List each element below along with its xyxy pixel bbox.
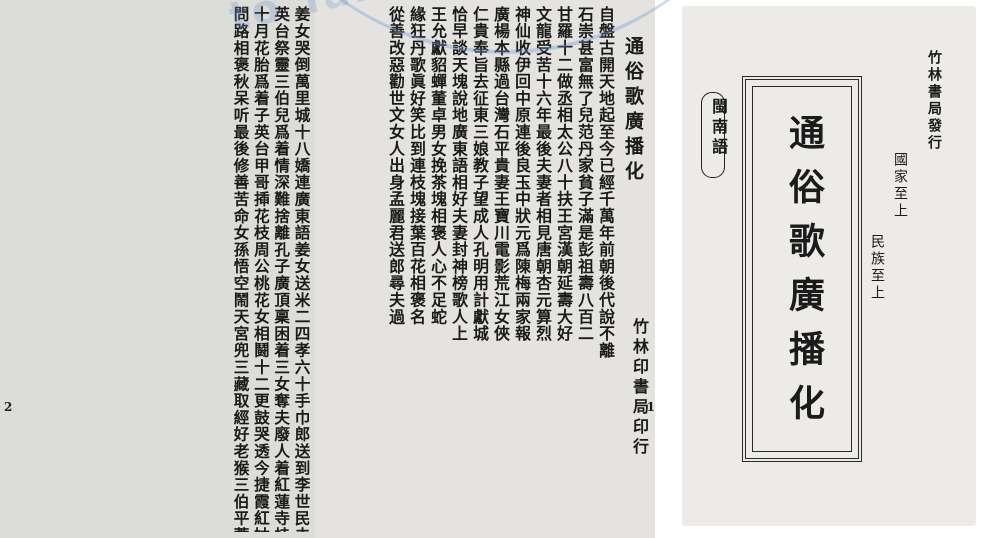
text-column: 恰早談天塊說地廣東語相好夫妻封神榜歌人上 (449, 6, 469, 342)
cover-title-frame: 通俗歌廣播化 (742, 76, 862, 462)
cover-slogan: 國家至上 (892, 152, 908, 220)
text-column: 問路相褒秋呆听最後修善苦命女孫悟空鬧天宮兜三藏取經好老猴三伯平蓄糊靈厝基隆修案七… (230, 6, 251, 532)
cover-language-tag: 閩南語 (709, 98, 728, 158)
text-column: 神仙收伊回中原連後良玉中狀元爲陳梅兩家報 (512, 6, 532, 342)
text-column: 廣楊本縣過台灣石平貴妻王寶川電影荒江女俠 (491, 6, 511, 342)
book-page-right: 通俗歌廣播化 竹林印書局印行 1 自盤古開天地起至今已經千萬年前朝後代說不離 石… (315, 0, 655, 538)
cover-title: 通俗歌廣播化 (783, 114, 825, 438)
text-column: 石崇甚富無了兒范丹家貧子滿是彭祖壽八百二 (575, 6, 595, 342)
page-text-columns: 自盤古開天地起至今已經千萬年前朝後代說不離 石崇甚富無了兒范丹家貧子滿是彭祖壽八… (315, 6, 616, 532)
cover-publisher: 竹林書局發行 (926, 50, 942, 152)
cover-slogan: 民族至上 (869, 234, 885, 302)
page-number: 1 (646, 400, 655, 414)
book-page-left: 2 姜女哭倒萬里城十八嬌連廣東語姜女送米二四孝六十手巾郎送到李世民去遊地府四十八… (0, 0, 315, 538)
page-title: 通俗歌廣播化 (622, 36, 644, 186)
page-text-columns: 姜女哭倒萬里城十八嬌連廣東語姜女送米二四孝六十手巾郎送到李世民去遊地府四十八李世… (6, 6, 311, 532)
publisher-line: 竹林印書局印行 (630, 318, 649, 458)
text-column: 甘羅十二做丞相太公八十扶王宮漢朝延壽大好 (554, 6, 574, 342)
book-cover: 竹林書局發行 國家至上 民族至上 通俗歌廣播化 閩南語 (676, 0, 985, 538)
language-tag-bracket (701, 92, 725, 178)
text-column: 英台祭靈三伯兒爲着情深難捨離孔子廣頂稟困着三女奪夫廢人着紅蓮寺桂武聯珠大戰戶雙蚊… (270, 6, 291, 532)
text-column: 文龍受苦十六年最後夫妻者相見唐朝杏元算烈 (533, 6, 553, 342)
text-column: 從善改惡勸世文女人出身孟麗君送郎尋夫過 (386, 6, 406, 326)
text-column: 王允獻貂蟬董卓男女挽茶塊相褒人心不足蛇 (428, 6, 448, 326)
text-column: 姜女哭倒萬里城十八嬌連廣東語姜女送米二四孝六十手巾郎送到李世民去遊地府四十八李世… (291, 6, 312, 532)
cover-title-frame-inner (752, 86, 852, 452)
page-number: 2 (4, 400, 13, 414)
cover-paper: 竹林書局發行 國家至上 民族至上 通俗歌廣播化 閩南語 (682, 6, 976, 526)
text-column: 自盤古開天地起至今已經千萬年前朝後代說不離 (596, 6, 616, 359)
text-column: 緣狂丹歌眞好笑比到連枝塊接葉百花相褒名 (407, 6, 427, 326)
text-column: 仁貴奉旨去征東三娘教子望成人孔明用計獻城 (470, 6, 490, 342)
text-column: 十月花胎爲着子英台甲哥揷花枝周公桃花女相鬪十二更鼓哭透今捷霞紅姑兮道師封神榜十二… (250, 6, 271, 532)
